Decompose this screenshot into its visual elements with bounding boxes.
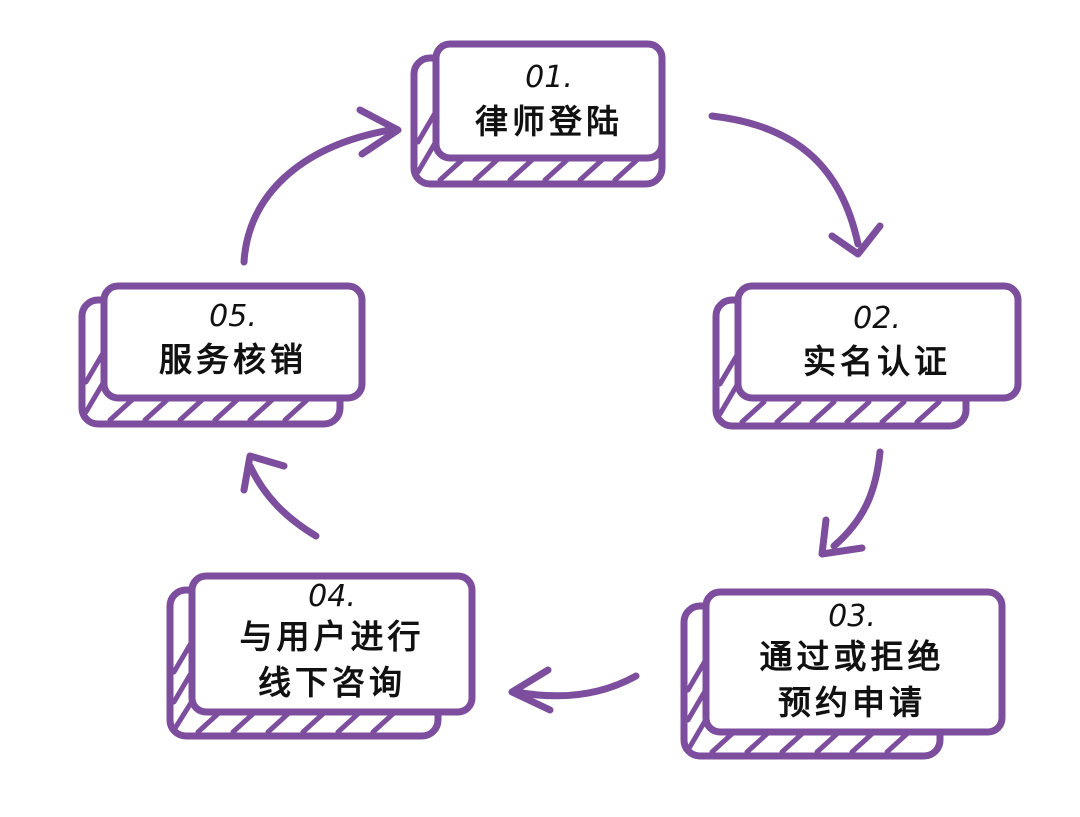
arrow-step-01-to-02 — [708, 112, 884, 258]
step-02-number: 02. — [853, 301, 901, 336]
step-03-number: 03. — [828, 599, 876, 634]
step-01-label-line-1: 律师登陆 — [475, 102, 623, 141]
step-02-label-line-1: 实名认证 — [803, 342, 951, 381]
step-05-number: 05. — [209, 299, 257, 334]
step-box-03: 03. 通过或拒绝 预约申请 — [680, 588, 1006, 760]
step-03-label-line-2: 预约申请 — [778, 683, 926, 722]
arrow-step-04-to-05 — [240, 452, 320, 540]
arrow-step-05-to-01 — [240, 106, 402, 266]
step-box-04: 04. 与用户进行 线下咨询 — [166, 572, 476, 740]
step-04-label-line-2: 线下咨询 — [258, 663, 406, 702]
step-box-01: 01. 律师登陆 — [410, 40, 666, 188]
step-box-02: 02. 实名认证 — [712, 282, 1022, 430]
step-01-number: 01. — [525, 60, 573, 95]
step-04-number: 04. — [308, 579, 356, 614]
step-05-label-line-1: 服务核销 — [159, 340, 307, 379]
step-box-05: 05. 服务核销 — [78, 282, 366, 428]
arrow-step-03-to-04 — [508, 666, 640, 714]
arrow-step-02-to-03 — [818, 448, 884, 558]
step-04-label-line-1: 与用户进行 — [240, 617, 425, 656]
step-03-label-line-1: 通过或拒绝 — [760, 637, 945, 676]
